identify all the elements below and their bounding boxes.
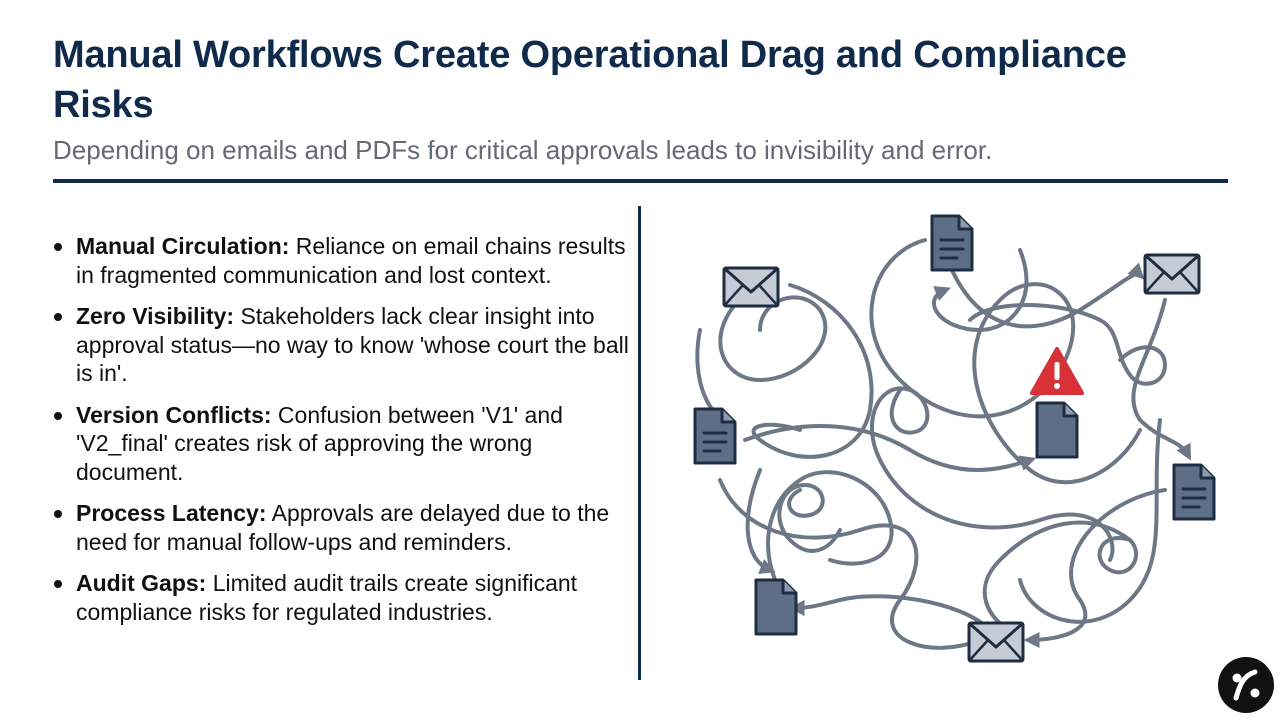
document-icon bbox=[1172, 463, 1216, 521]
tangle-line bbox=[788, 594, 992, 632]
warning-icon bbox=[1030, 347, 1084, 395]
tangle-line bbox=[968, 303, 1168, 386]
tangle-line bbox=[751, 283, 874, 459]
page-subtitle: Depending on emails and PDFs for critica… bbox=[53, 135, 993, 165]
bullet-dot-icon bbox=[54, 411, 62, 420]
document-icon bbox=[693, 407, 737, 465]
bullet-item: Zero Visibility: Stakeholders lack clear… bbox=[50, 302, 630, 388]
bullet-term: Zero Visibility: bbox=[76, 303, 235, 329]
tangle-line bbox=[870, 386, 1115, 562]
bullet-dot-icon bbox=[54, 243, 62, 251]
bullet-dot-icon bbox=[54, 580, 62, 588]
tangle-line bbox=[718, 288, 828, 383]
bullet-list: Manual Circulation: Reliance on email ch… bbox=[50, 232, 630, 639]
tangle-line bbox=[766, 470, 894, 582]
bullet-item: Audit Gaps: Limited audit trails create … bbox=[50, 569, 630, 626]
bullet-text: Reliance on email chains results in frag… bbox=[76, 233, 626, 288]
column-divider bbox=[638, 206, 641, 680]
bullet-item: Version Conflicts: Confusion between 'V1… bbox=[50, 401, 630, 487]
bullet-dot-icon bbox=[54, 313, 62, 321]
tangle-line bbox=[1131, 298, 1192, 461]
bullet-term: Manual Circulation: bbox=[76, 233, 290, 259]
envelope-icon bbox=[967, 621, 1025, 663]
document-icon bbox=[754, 578, 798, 636]
tangle-line bbox=[1018, 418, 1162, 624]
tangle-line bbox=[745, 468, 776, 574]
tangle-line bbox=[869, 238, 1142, 485]
tangle-line bbox=[982, 520, 1138, 632]
tangle-line bbox=[1023, 488, 1167, 648]
tangle-line bbox=[695, 328, 732, 422]
tangled-workflow-diagram bbox=[693, 214, 1216, 663]
document-icon bbox=[1035, 401, 1079, 459]
envelope-icon bbox=[1143, 253, 1201, 295]
tangle-line bbox=[950, 262, 1145, 329]
percent-logo-icon bbox=[1218, 657, 1274, 713]
bullet-term: Process Latency: bbox=[76, 500, 267, 526]
bullet-dot-icon bbox=[54, 510, 62, 518]
document-icon bbox=[930, 214, 974, 272]
bullet-item: Process Latency: Approvals are delayed d… bbox=[50, 499, 630, 556]
bullet-item: Manual Circulation: Reliance on email ch… bbox=[50, 232, 630, 289]
bullet-term: Version Conflicts: bbox=[76, 401, 272, 428]
tangle-line bbox=[932, 248, 1029, 333]
envelope-icon bbox=[722, 266, 780, 308]
tangle-line bbox=[777, 482, 842, 553]
bullet-text: Limited audit trails create significant … bbox=[76, 570, 578, 625]
bullet-text: Stakeholders lack clear insight into app… bbox=[76, 303, 629, 386]
bullet-text: Approvals are delayed due to the need fo… bbox=[76, 500, 610, 555]
title-underline bbox=[53, 179, 1228, 183]
tangle-line bbox=[743, 424, 1037, 472]
bullet-text: Confusion between 'V1' and 'V2_final' cr… bbox=[76, 401, 563, 485]
bullet-term: Audit Gaps: bbox=[76, 570, 207, 596]
page-title: Manual Workflows Create Operational Drag… bbox=[53, 34, 1127, 126]
tangle-line bbox=[718, 478, 982, 650]
tangle-lines bbox=[695, 238, 1192, 650]
